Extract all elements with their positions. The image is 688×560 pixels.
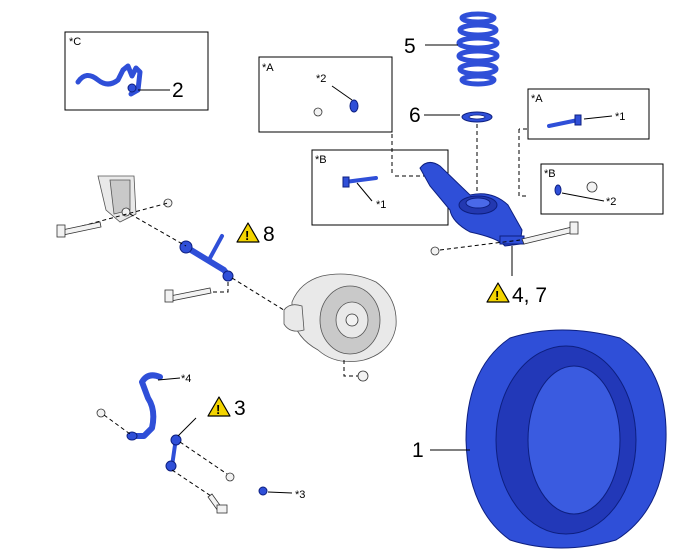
svg-text:!: ! <box>216 402 220 417</box>
nut <box>313 107 323 117</box>
bolt-blue-left <box>343 176 378 184</box>
view-a-right-box: *A *1 <box>527 88 650 140</box>
stabilizer-bar-detail <box>75 63 143 97</box>
note-2-a: *2 <box>316 73 326 85</box>
warning-8: ! 8 <box>236 222 275 246</box>
view-a-left-label: *A <box>262 62 274 74</box>
washer-blue-right <box>554 184 562 196</box>
link-bolt <box>169 287 212 302</box>
warning-triangle-icon <box>236 222 260 243</box>
warning-4-7: ! 4, 7 <box>486 282 547 307</box>
note-4: *4 <box>181 373 191 385</box>
view-b-right-label: *B <box>544 168 556 180</box>
stabilizer-bar <box>126 372 163 441</box>
nut-mount <box>163 198 173 208</box>
warning-triangle-icon <box>207 396 231 417</box>
tire-wheel <box>465 329 667 549</box>
nut-right <box>586 181 598 193</box>
callout-2: 2 <box>172 79 184 102</box>
callout-4-7: 4, 7 <box>512 284 547 307</box>
bolt-head-blue <box>342 176 350 188</box>
lower-control-arm <box>419 162 525 247</box>
view-b-left-box: *B *1 <box>311 149 449 226</box>
bolt-head-blue-right <box>574 114 582 126</box>
washer-blue <box>349 99 359 113</box>
callout-5: 5 <box>404 35 416 58</box>
coil-spring <box>456 11 500 87</box>
arm-bolt <box>521 226 575 245</box>
lateral-link <box>179 234 234 282</box>
callout-6: 6 <box>409 104 421 127</box>
view-a-right-label: *A <box>531 93 543 105</box>
note-1-b: *1 <box>376 199 386 211</box>
view-c-label: *C <box>69 36 81 48</box>
view-a-left-box: *A *2 <box>258 56 393 133</box>
warning-triangle-icon <box>486 282 510 303</box>
svg-text:!: ! <box>495 288 499 303</box>
leader-a-right <box>518 129 527 197</box>
warning-3: ! 3 <box>207 396 246 420</box>
nut-link <box>225 472 235 482</box>
callout-3: 3 <box>234 397 246 420</box>
knuckle-hub-assembly <box>283 273 397 363</box>
callout-1: 1 <box>412 439 424 462</box>
note-2-b: *2 <box>606 196 616 208</box>
view-c-box: *C 2 <box>64 31 209 111</box>
view-b-right-box: *B *2 <box>540 163 664 215</box>
bolt-blue-right <box>547 118 580 128</box>
nut-blue-3 <box>258 486 268 496</box>
nut-arm <box>430 246 440 256</box>
svg-text:!: ! <box>245 228 249 243</box>
note-1-a: *1 <box>615 111 625 123</box>
stabilizer-bushing <box>127 83 137 93</box>
note-3: *3 <box>295 489 305 501</box>
view-b-left-label: *B <box>315 154 327 166</box>
stabilizer-link <box>165 434 182 472</box>
mount-bolt <box>61 221 102 236</box>
nut-hub <box>357 370 369 382</box>
body-mount-bracket <box>97 175 137 223</box>
nut-stab <box>96 408 106 418</box>
callout-8: 8 <box>263 223 275 246</box>
